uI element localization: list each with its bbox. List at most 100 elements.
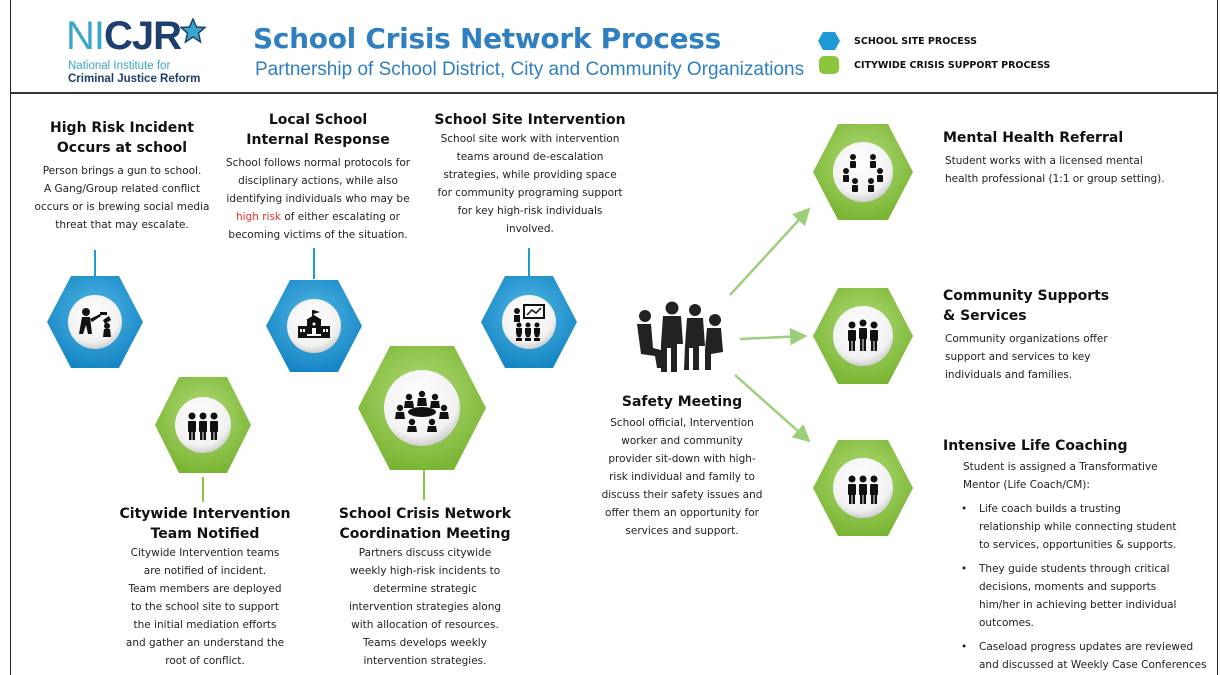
logo-ni: NI — [66, 14, 105, 58]
hex-local-school — [266, 280, 362, 372]
step-title: High Risk Incident — [50, 120, 194, 136]
step-title: Coordination Meeting — [339, 526, 511, 542]
legend-item-school-site: SCHOOL SITE PROCESS — [818, 32, 977, 50]
step-text: Partners discuss citywide — [358, 547, 492, 559]
hex-life-coaching — [813, 440, 913, 536]
step-text: disciplinary actions, while also — [238, 175, 398, 187]
step-title: Local School — [268, 112, 368, 128]
step-text: School follows normal protocols for — [225, 157, 411, 169]
step-text: threat that may escalate. — [55, 219, 189, 231]
step-text: involved. — [506, 223, 554, 235]
step-text: to the school site to support — [131, 601, 279, 613]
hex-site-intervention — [481, 276, 577, 368]
step-coordination-meeting: School Crisis Network Coordination Meeti… — [322, 504, 528, 670]
logo-wordmark: NICJR — [66, 14, 182, 58]
step-text: determine strategic — [373, 583, 477, 595]
step-text: and gather an understand the — [125, 637, 285, 649]
outcome-community-supports: Community Supports & Services Community … — [943, 286, 1213, 384]
outcome-text: Student is assigned a Transformative — [963, 461, 1158, 473]
page-frame — [10, 0, 1218, 675]
outcome-life-coaching: Intensive Life Coaching Student is assig… — [943, 436, 1217, 674]
bullet-line: Life coach builds a trusting — [979, 503, 1121, 515]
logo-cjr: CJR — [104, 14, 182, 58]
step-text: high risk of either escalating or — [214, 208, 422, 226]
bullet-line: decisions, moments and supports — [979, 581, 1157, 593]
legend-label: SCHOOL SITE PROCESS — [854, 35, 978, 47]
star-icon — [180, 18, 206, 44]
step-text: strategies, while providing space — [443, 169, 617, 181]
step-title: School Crisis Network — [338, 506, 512, 522]
step-text: School official, Intervention — [610, 417, 754, 429]
outcome-mental-health: Mental Health Referral Student works wit… — [943, 128, 1213, 188]
step-title: Team Notified — [150, 526, 260, 542]
hex-community-supports — [813, 288, 913, 384]
step-text: weekly high-risk incidents to — [349, 565, 501, 577]
step-text: worker and community — [621, 435, 743, 447]
group-circle-icon — [843, 154, 883, 192]
step-text: teams around de-escalation — [456, 151, 604, 163]
step-text-rest: of either escalating or — [281, 211, 400, 223]
arrow-to-community — [739, 327, 808, 346]
list-item: They guide students through critical dec… — [955, 560, 1217, 632]
step-title: Citywide Intervention — [119, 506, 291, 522]
step-text: for key high-risk individuals — [457, 205, 603, 217]
step-safety-meeting: Safety Meeting School official, Interven… — [584, 392, 780, 540]
page-subtitle: Partnership of School District, City and… — [255, 59, 805, 80]
bullet-line: to services, opportunities & supports. — [979, 539, 1177, 551]
school-building-icon — [298, 310, 330, 338]
step-text: A Gang/Group related conflict — [43, 183, 200, 195]
outcome-text: Student works with a licensed mental — [945, 155, 1143, 167]
mentor-group-icon — [848, 475, 878, 504]
outcome-text: Mentor (Life Coach/CM): — [963, 479, 1090, 491]
arrow-to-mental-health — [729, 207, 811, 296]
bullet-line: Caseload progress updates are reviewed — [979, 641, 1194, 653]
step-citywide-team: Citywide Intervention Team Notified City… — [100, 504, 310, 670]
step-title: School Site Intervention — [434, 112, 626, 128]
community-icon — [848, 319, 878, 351]
meeting-table-icon — [395, 390, 449, 432]
outcome-text: health professional (1:1 or group settin… — [945, 173, 1165, 185]
page-title: School Crisis Network Process — [253, 22, 722, 55]
step-site-intervention: School Site Intervention School site wor… — [430, 110, 630, 238]
step-text: intervention strategies. — [363, 655, 487, 667]
step-local-school: Local School Internal Response School fo… — [214, 110, 422, 244]
legend-item-citywide: CITYWIDE CRISIS SUPPORT PROCESS — [818, 56, 1050, 74]
bullet-line: relationship while connecting student — [979, 521, 1177, 533]
step-text: root of conflict. — [165, 655, 245, 667]
step-text: becoming victims of the situation. — [228, 229, 408, 241]
bullet-line: outcomes. — [979, 617, 1034, 629]
step-text: services and support. — [625, 525, 739, 537]
outcome-title: & Services — [943, 308, 1027, 324]
outcome-text: individuals and families. — [945, 369, 1073, 381]
step-title: Safety Meeting — [621, 394, 743, 410]
step-title: Internal Response — [246, 132, 390, 148]
team-icon — [188, 412, 218, 440]
step-text: Teams develops weekly — [363, 637, 487, 649]
hex-mental-health — [813, 124, 913, 220]
arrow-to-coaching — [734, 374, 811, 443]
bullet-line: and discussed at Weekly Case Conferences — [979, 659, 1207, 671]
coaching-bullet-list: Life coach builds a trusting relationshi… — [943, 500, 1217, 674]
outcome-title: Community Supports — [943, 288, 1110, 304]
green-square-icon — [819, 56, 839, 74]
step-text: occurs or is brewing social media — [34, 201, 210, 213]
step-text: for community programing support — [437, 187, 623, 199]
list-item: Life coach builds a trusting relationshi… — [955, 500, 1217, 554]
people-seated-icon — [637, 301, 723, 372]
step-text: the initial mediation efforts — [133, 619, 277, 631]
outcome-title: Mental Health Referral — [943, 130, 1124, 146]
step-title: Occurs at school — [56, 140, 188, 156]
step-text: Team members are deployed — [128, 583, 282, 595]
header-divider — [10, 92, 1218, 94]
step-text: offer them an opportunity for — [605, 507, 759, 519]
nicjr-logo: NICJR National Institute for Criminal Ju… — [62, 14, 212, 88]
outcome-text: support and services to key — [945, 351, 1091, 363]
legend-label: CITYWIDE CRISIS SUPPORT PROCESS — [854, 59, 1051, 71]
bullet-line: him/her in achieving better individual — [979, 599, 1177, 611]
outcome-title: Intensive Life Coaching — [943, 438, 1128, 454]
step-text: risk individual and family to — [609, 471, 755, 483]
step-text: Citywide Intervention teams — [130, 547, 280, 559]
hex-coordination-meeting — [358, 346, 486, 470]
gun-threat-icon — [79, 308, 111, 337]
